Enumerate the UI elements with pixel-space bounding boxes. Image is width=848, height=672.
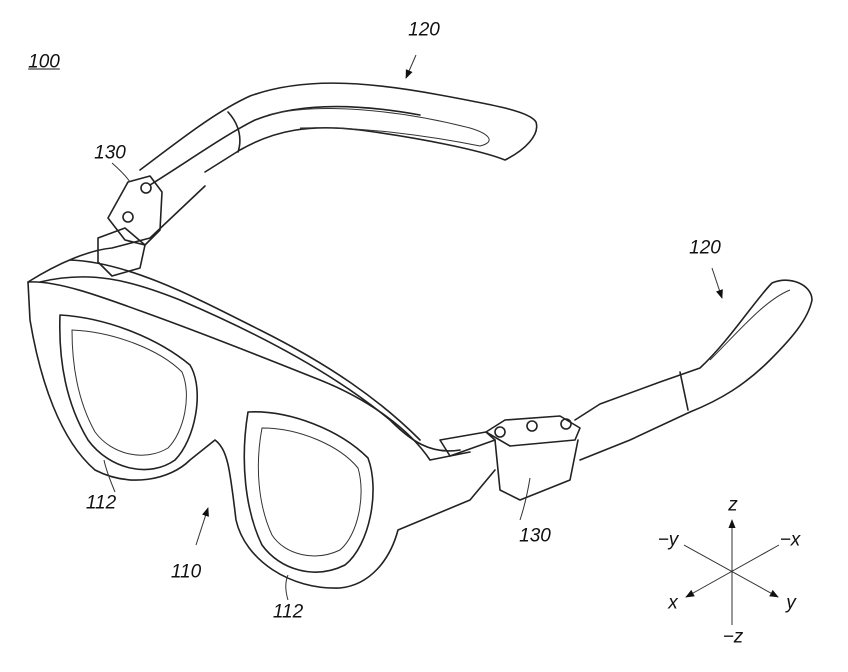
axis-x	[685, 544, 780, 598]
label-lens-left: 112	[85, 492, 117, 514]
temple-left	[139, 82, 538, 186]
axis-label-x: x	[668, 592, 678, 614]
axis-label-y: y	[786, 592, 796, 614]
temple-right	[574, 279, 813, 461]
axis-label-neg-z: −z	[722, 626, 744, 648]
label-lens-right: 112	[272, 601, 304, 623]
label-frame: 110	[170, 561, 202, 583]
axis-label-z: z	[728, 494, 738, 516]
label-temple-right: 120	[689, 237, 721, 259]
frame-front	[27, 185, 496, 589]
axis-y	[683, 544, 779, 598]
hinge-left	[97, 175, 163, 277]
axis-label-neg-y: −y	[657, 529, 679, 551]
hinge-right	[439, 415, 581, 501]
label-hinge-right: 130	[519, 525, 551, 547]
label-device: 100	[28, 51, 60, 73]
axis-label-neg-x: −x	[779, 529, 801, 551]
leader-lines	[103, 54, 723, 601]
label-hinge-left: 130	[94, 142, 126, 164]
label-temple-left: 120	[408, 19, 440, 41]
coordinate-axes	[683, 519, 780, 625]
